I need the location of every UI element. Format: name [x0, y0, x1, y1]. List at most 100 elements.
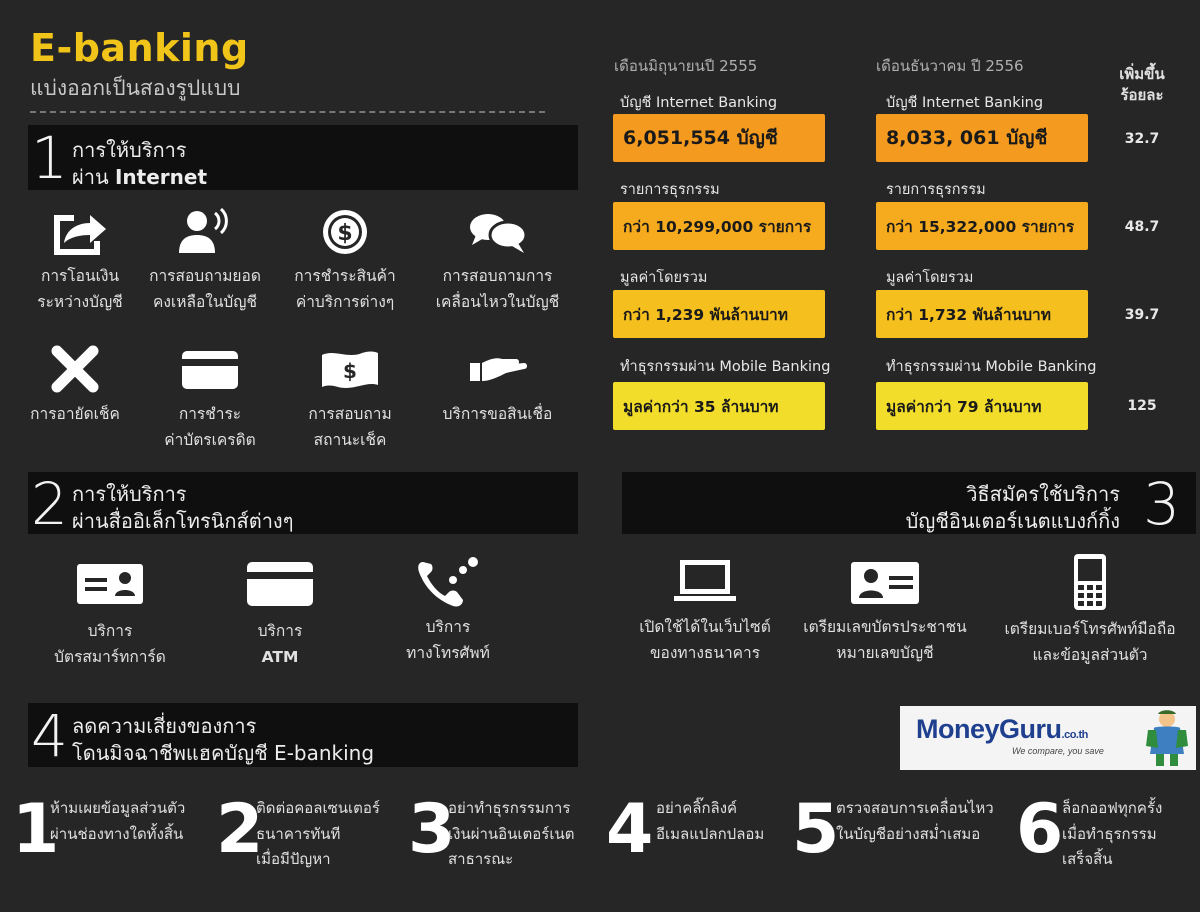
mascot-icon — [1146, 710, 1188, 766]
stats-value-2555: กว่า 10,299,000 รายการ — [613, 202, 825, 250]
stats-row-label: บัญชี Internet Banking — [620, 95, 778, 111]
logo-suffix: .co.th — [1061, 729, 1089, 741]
stats-percent-increase: 32.7 — [1124, 131, 1160, 147]
x-icon — [51, 345, 99, 393]
service-item-movement: การสอบถามการ เคลื่อนไหวในบัญชี — [420, 207, 575, 316]
phone-icon — [418, 557, 478, 607]
channel-caption-line1: บริการ — [257, 622, 303, 640]
service-caption-line1: การโอนเงิน — [40, 267, 120, 285]
channel-caption-line2: ATM — [261, 648, 299, 667]
service-item-balance: การสอบถามยอด คงเหลือในบัญชี — [140, 207, 270, 316]
service-caption-line1: บริการขอสินเชื่อ — [442, 405, 553, 423]
mobile-phone-icon — [1074, 554, 1106, 610]
stats-col1-header: เดือนมิถุนายนปี 2555 — [614, 57, 758, 75]
channel-item-phone: บริการ ทางโทรศัพท์ — [378, 556, 518, 667]
channel-caption-line2: บัตรสมาร์ทการ์ด — [54, 648, 166, 667]
tip-number: 6 — [1016, 790, 1064, 869]
stats-col3-header: เพิ่มขึ้น ร้อยละ — [1119, 65, 1165, 104]
stats-value-2556: 8,033, 061 บัญชี — [876, 114, 1088, 162]
service-caption-line1: การสอบถามยอด — [149, 267, 261, 285]
stats-percent-increase: 48.7 — [1124, 219, 1160, 235]
stats-percent-increase: 39.7 — [1124, 307, 1160, 323]
tip-text: ห้ามเผยข้อมูลส่วนตัวผ่านช่องทางใดทั้งสิ้… — [50, 799, 186, 843]
page-subtitle: แบ่งออกเป็นสองรูปแบบ — [30, 76, 241, 100]
stats-row-label: มูลค่าโดยรวม — [620, 270, 708, 286]
tip-text: ติดต่อคอลเซนเตอร์ธนาคารทันทีเมื่อมีปัญหา — [256, 799, 380, 868]
section1-bar: 1 การให้บริการ ผ่าน Internet — [28, 125, 578, 190]
stats-row-label: รายการธุรกรรม — [886, 182, 986, 198]
atm-card-icon — [247, 562, 313, 606]
service-item-transfer: การโอนเงิน ระหว่างบัญชี — [15, 207, 145, 316]
stats-row-label: มูลค่าโดยรวม — [886, 270, 974, 286]
section3-number: 3 — [1143, 470, 1180, 538]
signup-step-website: เปิดใช้ได้ในเว็บไซต์ ของทางธนาคาร — [630, 556, 780, 667]
stats-row-label: บัญชี Internet Banking — [886, 95, 1044, 111]
stats-percent-increase: 125 — [1127, 398, 1157, 414]
channel-caption-line2: ทางโทรศัพท์ — [406, 644, 490, 663]
dashed-divider — [30, 111, 545, 113]
service-item-cheque-stop: การอายัดเช็ค — [15, 345, 135, 427]
person-signal-icon — [179, 207, 228, 253]
cheque-icon: $ — [322, 351, 378, 388]
signup-caption-line2: หมายเลขบัญชี — [836, 644, 934, 663]
channel-item-smartcard: บริการ บัตรสมาร์ทการ์ด — [40, 560, 180, 671]
service-caption-line2: ค่าบัตรเครดิต — [164, 431, 256, 450]
stats-value-2556: กว่า 1,732 พันล้านบาท — [876, 290, 1088, 338]
tip-text: อย่าคลิ๊กลิงค์อีเมลแปลกปลอม — [656, 799, 765, 843]
signup-step-mobile: เตรียมเบอร์โทรศัพท์มือถือ และข้อมูลส่วนต… — [990, 552, 1190, 669]
stats-value-2555: 6,051,554 บัญชี — [613, 114, 825, 162]
section1-number: 1 — [31, 124, 68, 192]
service-caption-line2: สถานะเช็ค — [313, 431, 387, 450]
tip-text: ล็อกออฟทุกครั้งเมื่อทำธุรกรรมเสร็จสิ้น — [1062, 799, 1163, 868]
service-caption-line1: การชำระ — [178, 405, 242, 423]
service-caption-line1: การสอบถามการ — [442, 267, 553, 285]
tip-number: 1 — [12, 790, 60, 869]
service-caption-line2: เคลื่อนไหวในบัญชี — [435, 293, 560, 312]
section4-number: 4 — [31, 702, 68, 770]
tip-text: อย่าทำธุรกรรมการเงินผ่านอินเตอร์เนตสาธาร… — [448, 799, 575, 868]
service-caption-line2: ระหว่างบัญชี — [37, 293, 123, 312]
id-card-icon — [77, 564, 143, 604]
share-icon — [54, 215, 106, 255]
page-title: E-banking — [30, 26, 249, 70]
signup-caption-line1: เตรียมเลขบัตรประชาชน — [803, 618, 967, 636]
stats-value-2556: กว่า 15,322,000 รายการ — [876, 202, 1088, 250]
chat-bubbles-icon — [469, 214, 527, 253]
laptop-icon — [674, 560, 736, 601]
section3-title-line2: บัญชีอินเตอร์เนตแบงก์กิ้ง — [905, 509, 1120, 533]
dollar-coin-icon: $ — [323, 210, 367, 254]
stats-col2-header: เดือนธันวาคม ปี 2556 — [876, 57, 1024, 75]
section2-number: 2 — [31, 470, 68, 538]
service-item-credit-card: การชำระ ค่าบัตรเครดิต — [150, 345, 270, 454]
signup-caption-line1: เปิดใช้ได้ในเว็บไซต์ — [639, 618, 771, 636]
svg-text:$: $ — [343, 359, 357, 383]
hand-icon — [469, 358, 527, 381]
tip-number: 5 — [792, 790, 840, 869]
tip-number: 4 — [606, 790, 654, 869]
stats-value-2555: มูลค่ากว่า 35 ล้านบาท — [613, 382, 825, 430]
channel-item-atm: บริการ ATM — [210, 560, 350, 671]
signup-step-idcard: เตรียมเลขบัตรประชาชน หมายเลขบัญชี — [800, 556, 970, 667]
national-id-icon — [851, 562, 919, 604]
section4-title-line2: โดนมิจฉาชีพแฮคบัญชี E-banking — [72, 741, 375, 765]
stats-row-label: รายการธุรกรรม — [620, 182, 720, 198]
section1-title-line2: ผ่าน Internet — [72, 165, 208, 189]
credit-card-icon — [182, 351, 238, 389]
service-caption-line1: การสอบถาม — [308, 405, 392, 423]
service-caption-line1: การชำระสินค้า — [294, 267, 396, 285]
channel-caption-line1: บริการ — [87, 622, 133, 640]
section4-bar: 4 ลดความเสี่ยงของการ โดนมิจฉาชีพแฮคบัญชี… — [28, 703, 578, 767]
service-caption-line2: คงเหลือในบัญชี — [153, 293, 257, 312]
section3-title-line1: วิธีสมัครใช้บริการ — [966, 482, 1120, 506]
tip-number: 3 — [408, 790, 456, 869]
stats-row-label: ทำธุรกรรมผ่าน Mobile Banking — [886, 359, 1097, 375]
signup-caption-line1: เตรียมเบอร์โทรศัพท์มือถือ — [1004, 620, 1176, 638]
service-item-payment: $ การชำระสินค้า ค่าบริการต่างๆ — [280, 207, 410, 316]
service-caption-line1: การอายัดเช็ค — [30, 405, 120, 423]
stats-row-label: ทำธุรกรรมผ่าน Mobile Banking — [620, 359, 831, 375]
service-caption-line2: ค่าบริการต่างๆ — [295, 293, 395, 312]
tip-number: 2 — [216, 790, 264, 869]
tip-text: ตรวจสอบการเคลื่อนไหวในบัญชีอย่างสม่ำเสมอ — [836, 799, 994, 843]
moneyguru-logo: MoneyGuru.co.th We compare, you save — [900, 706, 1196, 770]
stats-value-2555: กว่า 1,239 พันล้านบาท — [613, 290, 825, 338]
